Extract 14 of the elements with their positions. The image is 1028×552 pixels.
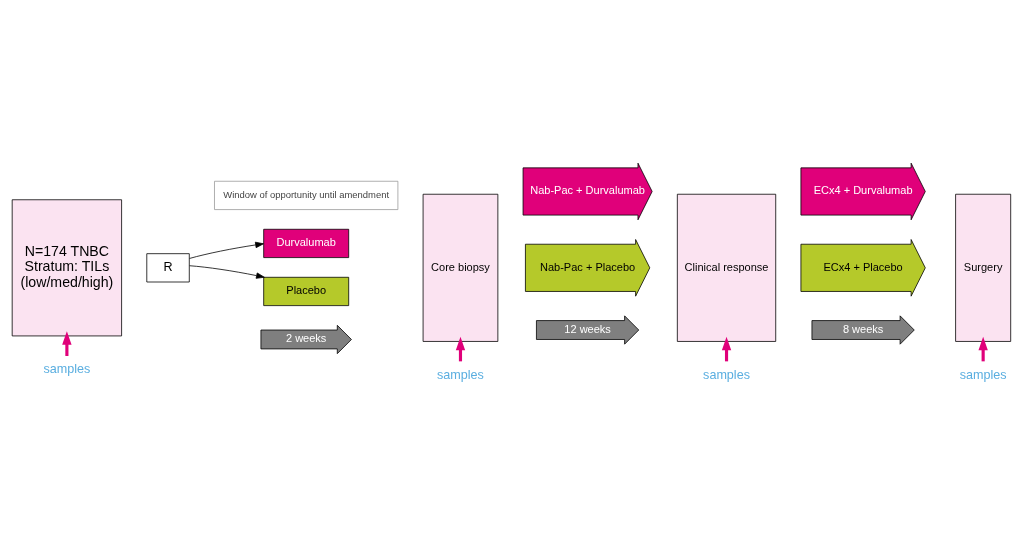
node-box: Clinical response — [676, 193, 777, 342]
node-box: Core biopsy — [422, 193, 499, 342]
node-box: R — [146, 252, 190, 282]
node-text: samples — [703, 367, 750, 382]
arrow — [189, 241, 264, 259]
node-box: N=174 TNBC Stratum: TILs (low/med/high) — [11, 198, 122, 336]
node-box: Placebo — [263, 276, 350, 306]
node-box: Window of opportunity until amendment — [214, 180, 399, 210]
arrow — [189, 264, 265, 279]
node-text: samples — [959, 367, 1007, 382]
node-box: Surgery — [955, 193, 1012, 342]
node-text: samples — [437, 367, 484, 382]
node-text: samples — [43, 361, 91, 376]
node-box: Durvalumab — [263, 228, 350, 258]
